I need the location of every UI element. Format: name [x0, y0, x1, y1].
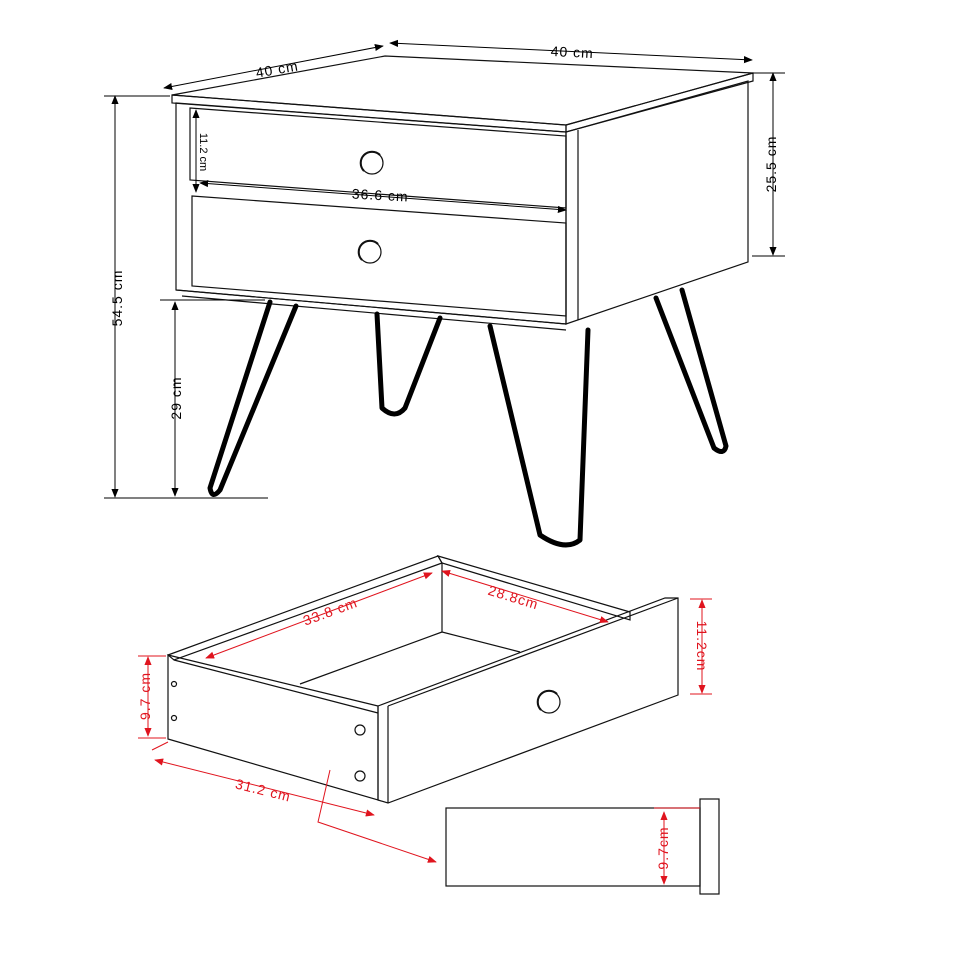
- drawer-back-panel: [166, 555, 443, 661]
- leg-front-right: [487, 323, 591, 548]
- drawer-side-panel-detail: [445, 798, 720, 895]
- table-front-frame: [175, 102, 567, 325]
- bedside-table: [171, 55, 754, 331]
- cam-hole-icon: [170, 680, 178, 688]
- inner-width-dimension-line-red: [441, 569, 609, 624]
- leg-height-label: 29 cm: [168, 376, 184, 419]
- table-dimension-labels: 40 cm 40 cm 25.5 cm 54.5 cm 29 cm 11.2 c…: [109, 43, 779, 420]
- side-panel-front-edge: [699, 798, 720, 895]
- side-panel-height-label: 9.7cm: [655, 826, 671, 869]
- drawer-left-side: [167, 654, 379, 801]
- drawer-handle-icon: [536, 689, 561, 714]
- drawer-floor-edge: [299, 631, 443, 685]
- lower-handle-icon: [357, 239, 382, 264]
- drawer-floor-back: [441, 631, 521, 653]
- front-panel-top: [387, 597, 679, 707]
- total-height-label: 54.5 cm: [109, 270, 125, 327]
- table-top-side-edge: [565, 72, 754, 133]
- inner-length-dimension-line: [205, 572, 433, 659]
- dowel-hole-icon: [354, 724, 366, 736]
- side-height-label: 9.7 cm: [137, 672, 153, 720]
- leader-to-side-panel: [317, 769, 437, 863]
- dowel-hole-icon: [354, 770, 366, 782]
- side-length-tick-left: [151, 741, 169, 751]
- table-dimensions: [104, 39, 785, 499]
- side-length-dimension-line: [154, 758, 375, 817]
- top-width-dimension-line: [389, 39, 753, 64]
- top-depth-label: 40 cm: [255, 57, 300, 80]
- lower-drawer-front: [191, 195, 567, 317]
- bottom-edge-inner: [181, 295, 567, 331]
- left-side-inner-edge: [173, 659, 379, 714]
- table-top-edge: [171, 94, 567, 133]
- inner-width-label: 36.6 cm: [351, 186, 409, 205]
- leg-back-left: [374, 311, 443, 417]
- drawer-dimensions: [138, 569, 712, 885]
- leg-back-right: [653, 287, 729, 454]
- inner-length-label: 33.8 cm: [301, 594, 360, 628]
- body-height-label: 25.5 cm: [763, 136, 779, 193]
- drawer-front-panel: [377, 597, 679, 804]
- inner-width-dimension-line: [199, 180, 567, 213]
- drawer-dimension-labels: 33.8 cm 28.8cm 11.2cm 9.7 cm 31.2 cm 9.7…: [137, 582, 710, 870]
- front-height-label: 11.2cm: [694, 621, 710, 672]
- leg-front-left: [207, 299, 299, 497]
- side-length-label: 31.2 cm: [234, 776, 293, 805]
- bottom-edge: [175, 289, 567, 325]
- drawer-box: [166, 555, 679, 804]
- inner-width-label-red: 28.8cm: [486, 582, 540, 612]
- hairpin-legs: [207, 287, 729, 548]
- drawer-front-height-label: 11.2 cm: [197, 133, 209, 171]
- top-width-label: 40 cm: [550, 43, 594, 61]
- top-depth-dimension-line: [163, 43, 384, 91]
- upper-handle-icon: [359, 150, 384, 175]
- cam-hole-icon: [170, 714, 178, 722]
